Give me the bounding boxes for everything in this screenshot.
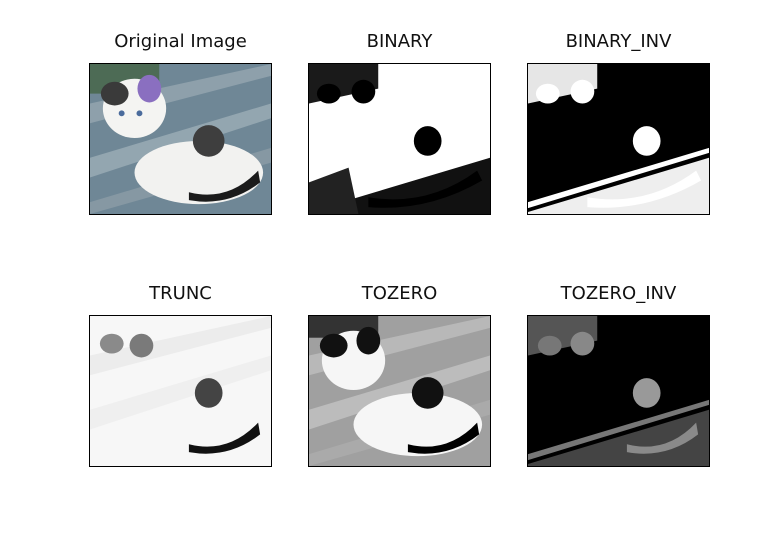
panel-binary-inv: BINARY_INV [527,31,710,215]
binary-image [308,63,491,215]
panel-title: BINARY [366,31,433,52]
original-image [89,63,272,215]
cat-photo-tozero-inv [528,316,709,466]
cat-photo-original [90,64,271,214]
tozero-inv-image [527,315,710,467]
panel-title: TRUNC [149,283,212,304]
panel-binary: BINARY [308,31,491,215]
trunc-image [89,315,272,467]
cat-photo-binary-inv [528,64,709,214]
panel-title: TOZERO [361,283,438,304]
cat-photo-trunc [90,316,271,466]
panel-title: Original Image [114,31,247,52]
cat-photo-tozero [309,316,490,466]
binary-inv-image [527,63,710,215]
panel-trunc: TRUNC [89,283,272,467]
panel-original: Original Image [89,31,272,215]
panel-tozero: TOZERO [308,283,491,467]
tozero-image [308,315,491,467]
cat-photo-binary [309,64,490,214]
panel-tozero-inv: TOZERO_INV [527,283,710,467]
panel-title: TOZERO_INV [560,283,677,304]
panel-title: BINARY_INV [565,31,672,52]
